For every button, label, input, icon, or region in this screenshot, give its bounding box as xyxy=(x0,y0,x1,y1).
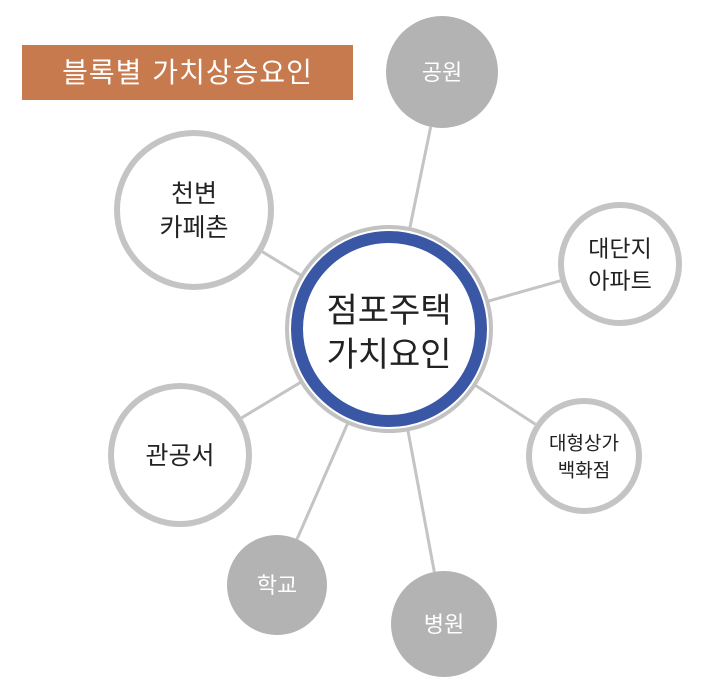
diagram-title: 블록별 가치상승요인 xyxy=(22,45,353,100)
node-school: 학교 xyxy=(227,535,327,635)
center-inner-ring xyxy=(291,231,487,427)
connector-hospital xyxy=(406,429,436,573)
connector-school xyxy=(295,421,350,540)
node-circle-park xyxy=(386,16,498,128)
node-circle-hospital xyxy=(391,571,497,677)
node-label-hospital-1: 병원 xyxy=(424,613,464,638)
node-circle-school xyxy=(227,535,327,635)
node-label-department-store-2: 백화점 xyxy=(558,459,610,481)
node-government-office: 관공서 xyxy=(108,383,252,527)
node-label-cafe-village-1: 천변 xyxy=(171,179,217,208)
connector-park xyxy=(408,126,433,230)
node-label-government-office-1: 관공서 xyxy=(145,441,214,470)
node-label-school-1: 학교 xyxy=(257,574,297,599)
node-label-department-store-1: 대형상가 xyxy=(549,432,619,454)
connector-government-office xyxy=(240,380,303,420)
center-label-line-1: 점포주택 xyxy=(326,291,451,331)
connector-department-store xyxy=(473,383,537,426)
connector-lines xyxy=(240,126,561,573)
node-label-apartment-2: 아파트 xyxy=(588,268,651,294)
connector-apartment xyxy=(486,279,561,303)
node-circle-apartment xyxy=(558,202,682,326)
node-circle-cafe-village xyxy=(114,130,274,290)
node-park: 공원 xyxy=(386,16,498,128)
node-hospital: 병원 xyxy=(391,571,497,677)
node-label-cafe-village-2: 카페촌 xyxy=(159,213,228,242)
connector-cafe-village xyxy=(261,250,303,278)
center-label-line-2: 가치요인 xyxy=(326,335,451,375)
node-circle-government-office xyxy=(108,383,252,527)
center-node: 점포주택 가치요인 xyxy=(285,225,493,433)
node-label-apartment-1: 대단지 xyxy=(588,236,651,262)
node-circle-department-store xyxy=(526,398,642,514)
node-label-park-1: 공원 xyxy=(422,61,462,86)
